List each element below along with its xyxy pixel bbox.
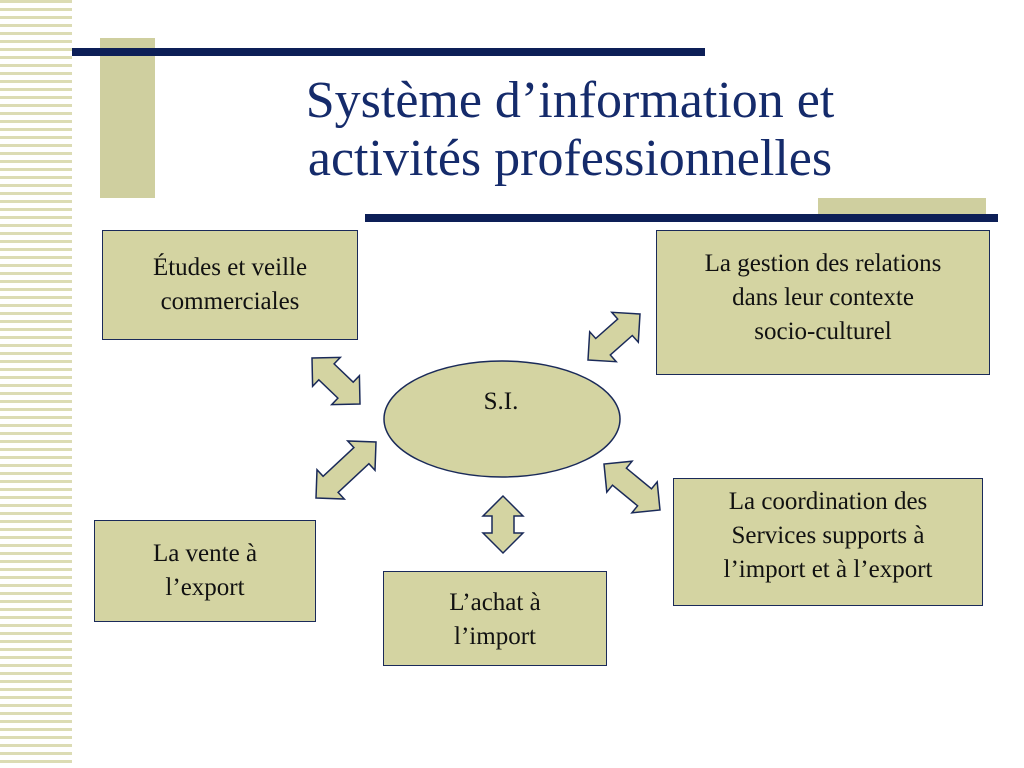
node-gestion-line-1: La gestion des relations (704, 250, 942, 277)
bottom-rule (365, 214, 998, 222)
node-gestion-line-2: dans leur contexte (732, 284, 914, 311)
title-line-1: Système d’information et (305, 72, 835, 129)
top-rule (72, 48, 705, 56)
arrow-vente (315, 440, 377, 500)
node-achat-line-2: l’import (454, 623, 536, 650)
node-achat-line-1: L’achat à (449, 589, 541, 616)
decor-rect-top-left (100, 38, 155, 198)
node-gestion-line-3: socio-culturel (754, 318, 892, 345)
node-etudes: Études et veille commerciales (102, 230, 358, 340)
arrow-achat (481, 494, 525, 555)
arrows-group (311, 311, 661, 555)
node-coordination: La coordination des Services supports à … (673, 478, 983, 606)
arrow-etudes (311, 356, 361, 406)
title-line-2: activités professionnelles (307, 130, 833, 187)
node-etudes-line-2: commerciales (160, 288, 300, 315)
page-title: Système d’information et activités profe… (150, 72, 990, 188)
node-vente-line-1: La vente à (152, 540, 258, 567)
center-label: S.I. (483, 388, 519, 415)
node-vente: La vente à l’export (94, 520, 316, 622)
node-gestion: La gestion des relations dans leur conte… (656, 230, 990, 375)
node-achat: L’achat à l’import (383, 571, 607, 666)
node-vente-line-2: l’export (165, 574, 245, 601)
node-etudes-line-1: Études et veille (152, 254, 308, 281)
node-coordination-line-1: La coordination des (728, 488, 928, 515)
node-coordination-line-3: l’import et à l’export (723, 556, 933, 583)
arrow-coordination (603, 460, 661, 514)
left-stripe-pattern (0, 0, 72, 768)
center-ellipse (383, 360, 621, 478)
arrow-gestion (587, 311, 641, 363)
node-coordination-line-2: Services supports à (731, 522, 925, 549)
